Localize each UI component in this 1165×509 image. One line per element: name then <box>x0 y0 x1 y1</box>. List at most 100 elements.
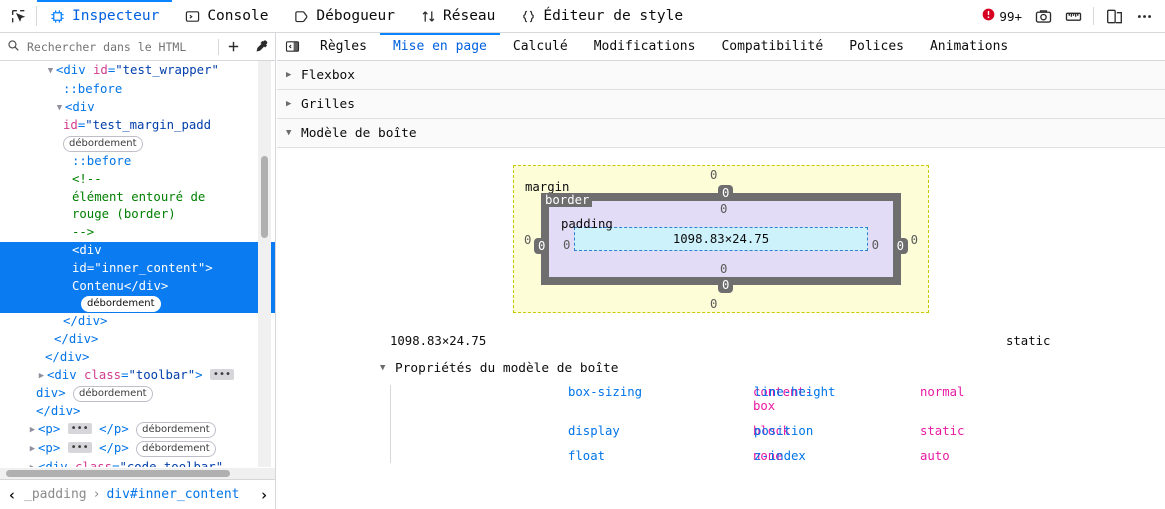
margin-left-value[interactable]: 0 <box>524 233 532 247</box>
section-flexbox[interactable]: Flexbox <box>277 61 1165 90</box>
add-node-button[interactable] <box>219 34 247 60</box>
markup-node[interactable]: <div class="toolbar"> ••• <box>0 367 275 386</box>
box-model-properties-header[interactable]: Propriétés du modèle de boîte <box>277 356 1165 380</box>
markup-node[interactable]: <p> ••• </p> débordement <box>0 440 275 459</box>
tab-polices[interactable]: Polices <box>836 33 917 60</box>
markup-node[interactable]: </div> <box>0 313 275 331</box>
chevron-right-icon[interactable] <box>27 441 38 459</box>
markup-node[interactable]: </div> <box>0 403 275 421</box>
markup-node[interactable]: <div class="code-toolbar" <box>0 459 275 467</box>
markup-pseudo: ::before <box>72 153 132 168</box>
tab-reseau[interactable]: Réseau <box>408 0 508 32</box>
chevron-down-icon[interactable] <box>54 100 65 118</box>
markup-node[interactable]: rouge (border) <box>0 206 275 224</box>
tab-label: Débogueur <box>316 8 395 24</box>
tab-mise-en-page[interactable]: Mise en page <box>379 33 500 60</box>
expand-ellipsis-button[interactable]: ••• <box>67 422 92 434</box>
markup-node[interactable]: </div> <box>0 349 275 367</box>
markup-node[interactable]: <div id="test_wrapper" <box>0 62 275 81</box>
overflow-badge[interactable]: débordement <box>136 421 216 438</box>
markup-tag: div <box>63 63 86 77</box>
markup-comment: rouge (border) <box>72 207 176 222</box>
padding-top-value[interactable]: 0 <box>720 202 728 216</box>
tab-editeur-de-style[interactable]: Éditeur de style <box>508 0 696 32</box>
breadcrumb-prev-button[interactable]: ‹ <box>7 485 17 504</box>
border-right-value[interactable]: 0 <box>892 238 908 254</box>
markup-tag: p <box>113 440 122 455</box>
search-input[interactable] <box>25 38 218 55</box>
markup-node[interactable]: id="test_margin_padd <box>0 117 275 135</box>
border-bottom-value[interactable]: 0 <box>718 277 734 293</box>
tab-regles[interactable]: Règles <box>307 33 380 60</box>
markup-pane: <div id="test_wrapper"::before<divid="te… <box>0 33 276 509</box>
eyedropper-icon[interactable] <box>247 34 275 60</box>
markup-node[interactable]: <p> ••• </p> débordement <box>0 421 275 440</box>
responsive-mode-icon[interactable] <box>1099 2 1129 30</box>
box-model-padding-region[interactable]: padding 0 0 0 0 1098.83×24.75 <box>549 201 893 277</box>
markup-node[interactable]: --> <box>0 224 275 242</box>
overflow-badge[interactable]: débordement <box>81 296 161 313</box>
markup-node[interactable]: <div <box>0 241 275 260</box>
markup-toolbar <box>0 33 275 61</box>
margin-top-value[interactable]: 0 <box>710 168 718 182</box>
tab-debogueur[interactable]: Débogueur <box>281 0 408 32</box>
markup-comment: élément entouré de <box>72 189 206 204</box>
markup-tree[interactable]: <div id="test_wrapper"::before<divid="te… <box>0 61 275 467</box>
ruler-icon[interactable] <box>1058 2 1088 30</box>
breadcrumb-item-current[interactable]: div#inner_content <box>106 487 240 502</box>
section-grilles[interactable]: Grilles <box>277 90 1165 119</box>
split-pane-icon[interactable] <box>277 33 307 60</box>
padding-bottom-value[interactable]: 0 <box>720 262 728 276</box>
overflow-badge[interactable]: débordement <box>73 386 153 403</box>
markup-node[interactable]: </div> <box>0 331 275 349</box>
breadcrumb-item-parent[interactable]: _padding <box>24 487 87 502</box>
expand-ellipsis-button[interactable]: ••• <box>67 441 92 453</box>
padding-right-value[interactable]: 0 <box>871 238 879 252</box>
tab-inspecteur[interactable]: Inspecteur <box>37 0 173 32</box>
markup-node[interactable]: div> débordement <box>0 385 275 403</box>
box-model-border-region[interactable]: border 0 0 0 0 padding 0 0 0 0 1098.83×2… <box>534 185 908 293</box>
chevron-down-icon[interactable] <box>45 63 56 81</box>
chevron-right-icon[interactable] <box>27 460 38 467</box>
markup-node[interactable]: débordement <box>0 135 275 153</box>
markup-punct: </ <box>36 404 51 419</box>
border-top-value[interactable]: 0 <box>718 185 734 201</box>
expand-ellipsis-button[interactable]: ••• <box>209 368 234 380</box>
markup-punct: = <box>77 118 86 133</box>
section-modele-de-boite[interactable]: Modèle de boîte <box>277 119 1165 148</box>
box-model-margin-region[interactable]: margin 0 0 0 0 border 0 0 0 0 padding 0 … <box>513 165 929 313</box>
markup-node[interactable]: débordement <box>0 295 275 314</box>
chevron-down-icon <box>286 128 295 138</box>
markup-tree-vertical-scrollbar[interactable] <box>261 156 268 238</box>
overflow-badge[interactable]: débordement <box>136 440 216 457</box>
border-left-value[interactable]: 0 <box>534 238 550 254</box>
box-model-content-region[interactable]: 1098.83×24.75 <box>574 227 868 251</box>
chevron-right-icon[interactable] <box>36 368 47 386</box>
breadcrumb-next-button[interactable]: › <box>259 485 269 504</box>
tab-label: Inspecteur <box>72 8 160 24</box>
markup-node[interactable]: id="inner_content"> <box>0 259 275 278</box>
camera-icon[interactable] <box>1028 2 1058 30</box>
markup-node[interactable]: <!-- <box>0 171 275 189</box>
tab-calcule[interactable]: Calculé <box>500 33 581 60</box>
margin-right-value[interactable]: 0 <box>910 233 918 247</box>
markup-node[interactable]: ::before <box>0 153 275 171</box>
overflow-badge[interactable]: débordement <box>63 136 143 153</box>
markup-node[interactable]: <div <box>0 99 275 118</box>
tab-animations[interactable]: Animations <box>917 33 1021 60</box>
tab-modifications[interactable]: Modifications <box>581 33 709 60</box>
padding-left-value[interactable]: 0 <box>563 238 571 252</box>
chevron-right-icon[interactable] <box>27 422 38 440</box>
error-count-badge[interactable]: 99+ <box>976 8 1028 24</box>
markup-tree-horizontal-scrollbar[interactable] <box>6 470 230 477</box>
markup-tag: div <box>59 349 83 364</box>
box-model-padding-label: padding <box>561 217 613 231</box>
tab-compatibilite[interactable]: Compatibilité <box>708 33 836 60</box>
margin-bottom-value[interactable]: 0 <box>710 297 718 311</box>
tab-console[interactable]: Console <box>172 0 281 32</box>
meatballs-menu-icon[interactable] <box>1129 2 1159 30</box>
markup-node[interactable]: ::before <box>0 81 275 99</box>
markup-node[interactable]: Contenu</div> <box>0 277 275 296</box>
markup-node[interactable]: élément entouré de <box>0 189 275 207</box>
element-picker-icon[interactable] <box>0 0 36 32</box>
